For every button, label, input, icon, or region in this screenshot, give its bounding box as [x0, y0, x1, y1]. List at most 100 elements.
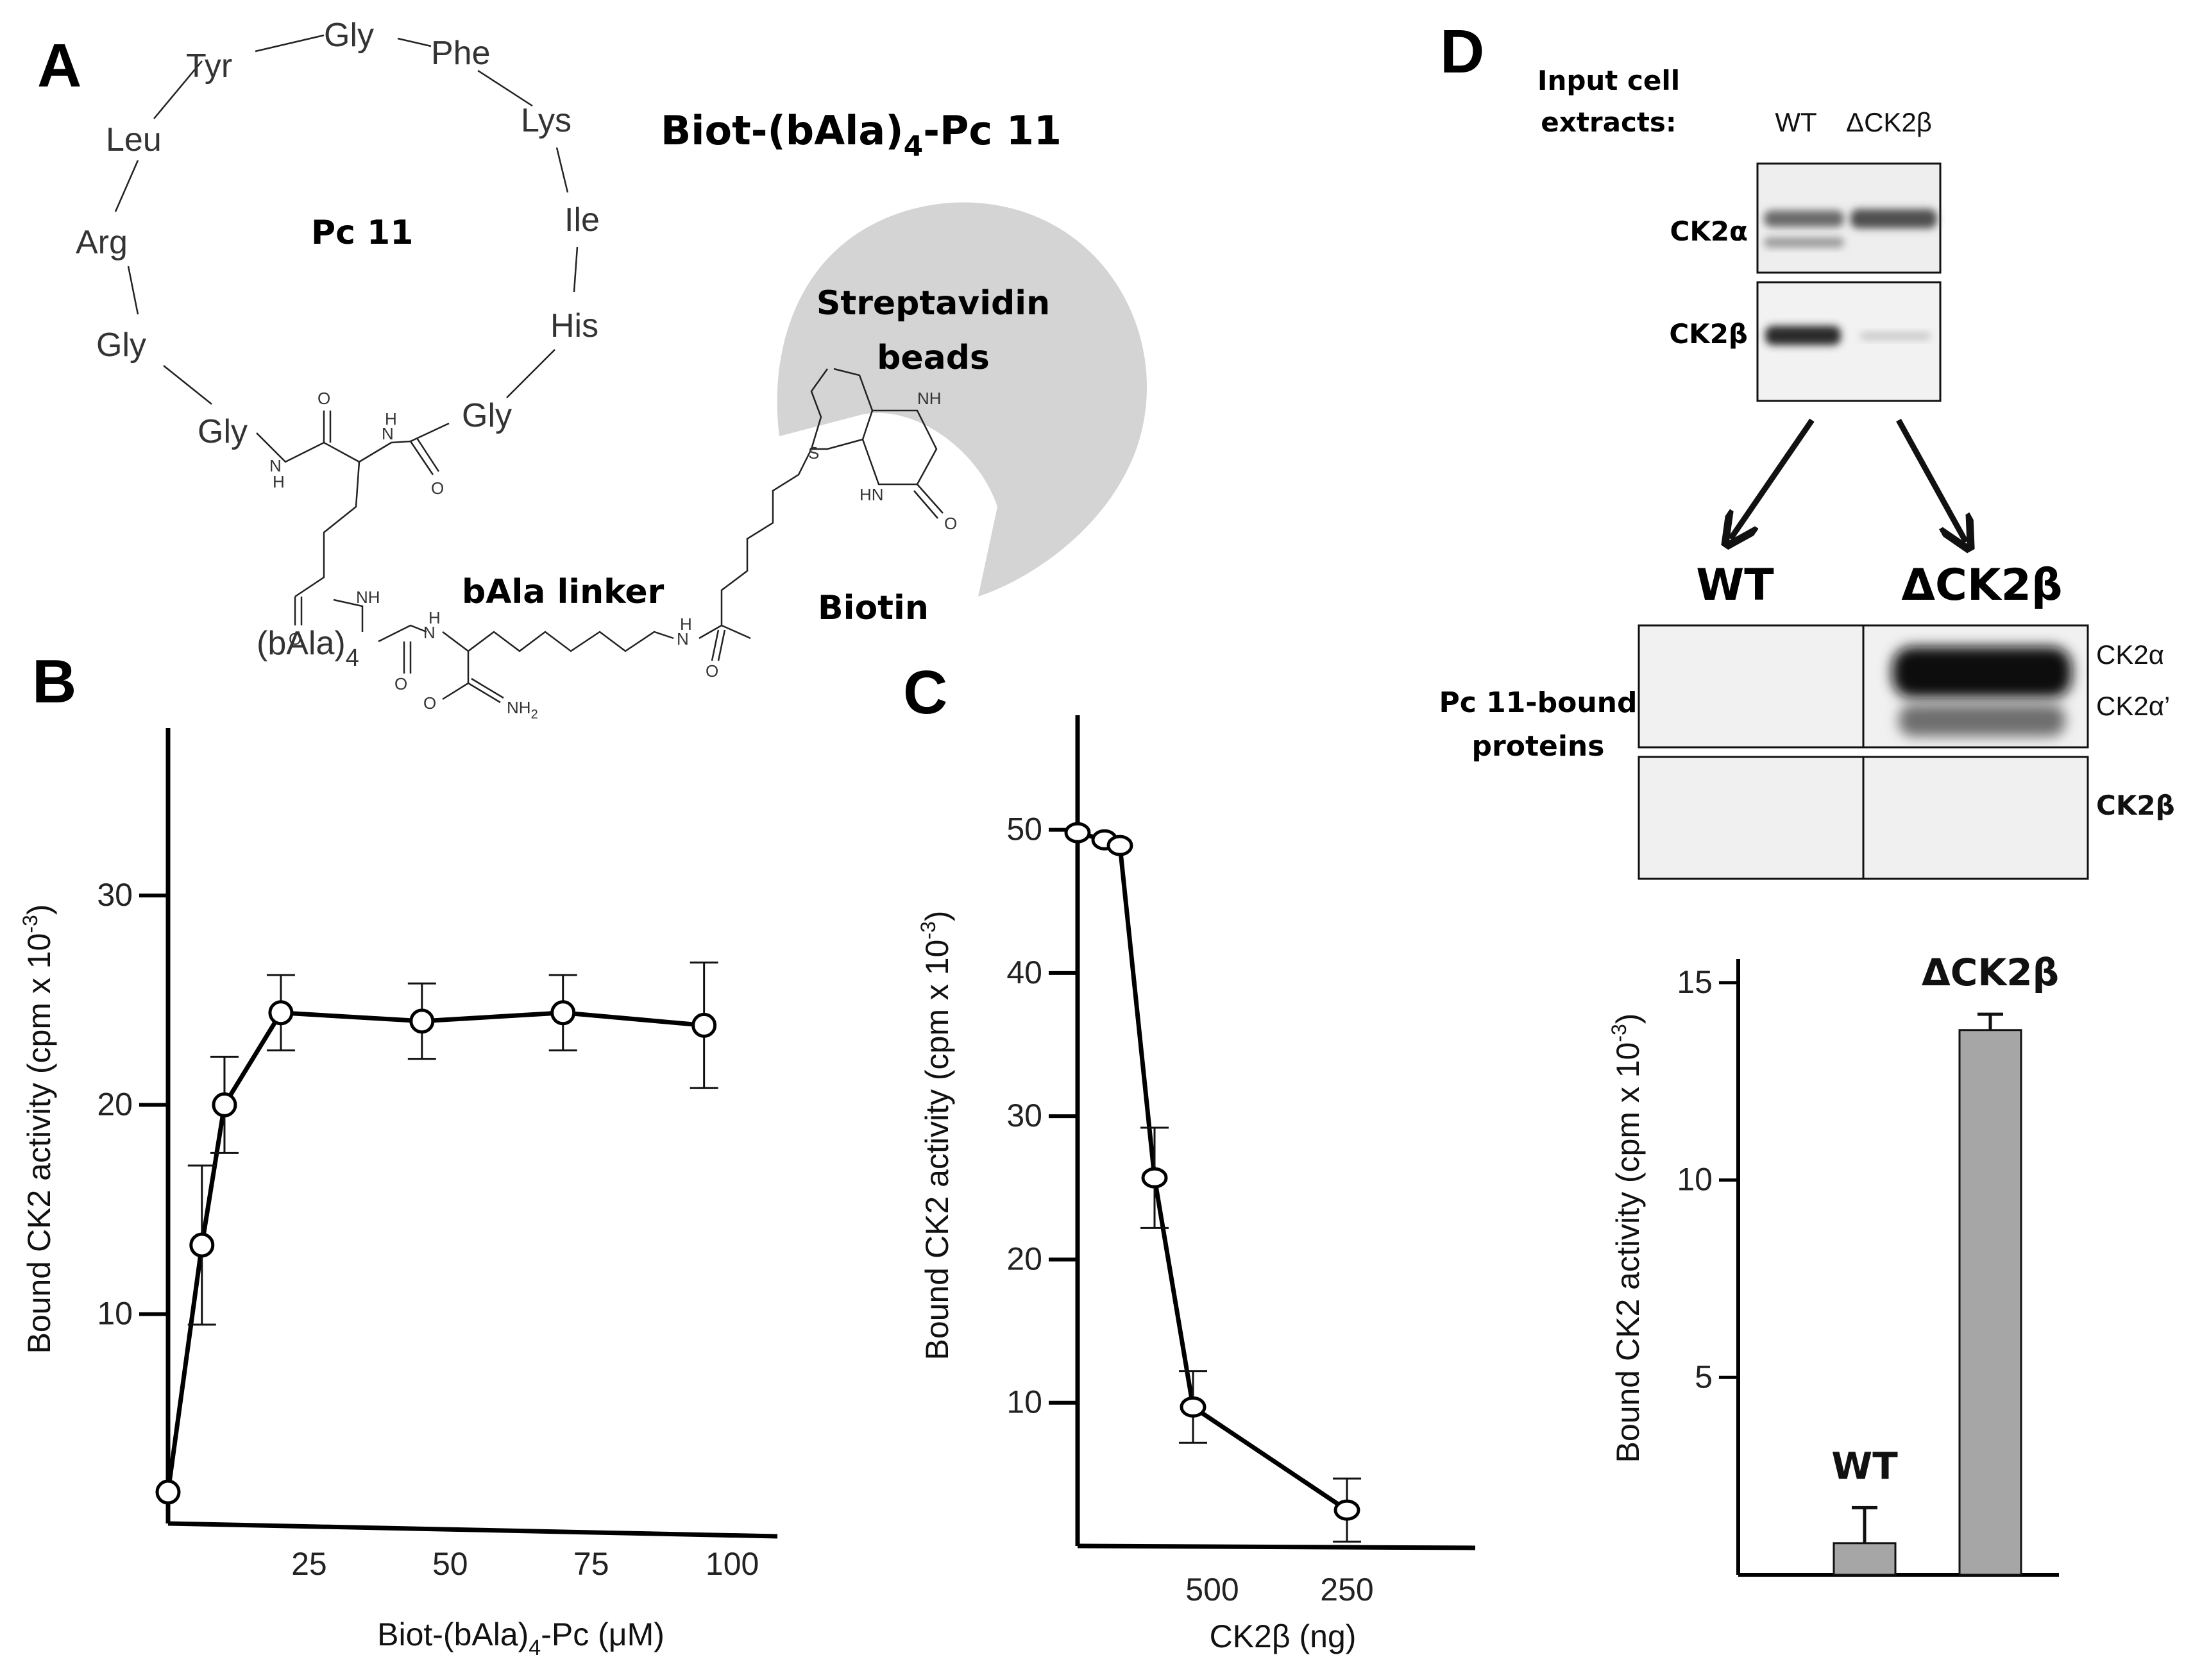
chart-b-point-0 — [155, 1479, 181, 1505]
chart-c-xtick-label-0: 500 — [1185, 1572, 1239, 1608]
pulldown-label-alpha-prime: CK2α’ — [2096, 691, 2170, 721]
atom-h-left: H — [273, 472, 285, 491]
band-input-beta-ko — [1860, 332, 1931, 340]
input-label-alpha: CK2α — [1670, 216, 1748, 247]
band-input-alpha-ko — [1850, 209, 1937, 228]
input-label-beta: CK2β — [1669, 318, 1748, 350]
chart-d-bar-1 — [1958, 1029, 2022, 1576]
chart-c-point-3 — [1141, 1167, 1168, 1189]
bound-proteins-line1: Pc 11-bound — [1439, 686, 1637, 719]
chart-d-bar-0 — [1833, 1542, 1897, 1576]
bala-unit-label: (bAla)4 — [257, 625, 359, 672]
chart-c-ytick-label-1: 20 — [1006, 1241, 1042, 1277]
atom-o-side: O — [289, 629, 301, 649]
chart-b-ytick-label-2: 30 — [97, 877, 133, 913]
input-label-line1: Input cell — [1537, 65, 1680, 96]
atom-h-right: H — [385, 409, 397, 428]
chart-c-point-5 — [1334, 1499, 1360, 1521]
residue-gly-top: Gly — [324, 17, 374, 54]
linker-label: bAla linker — [462, 573, 665, 611]
chart-d-bar-label-0: WT — [1831, 1444, 1898, 1488]
biotin-label: Biotin — [818, 589, 929, 627]
residue-gly-left: Gly — [96, 327, 146, 364]
atom-s: S — [808, 443, 819, 462]
chart-c-xlabel: CK2β (ng) — [1210, 1618, 1357, 1654]
chart-c-point-2 — [1106, 835, 1133, 856]
band-input-alpha-wt — [1764, 210, 1844, 227]
arrow-to-wt — [1731, 418, 1815, 539]
chart-d-ytick-label-1: 10 — [1677, 1162, 1713, 1198]
chart-c-ytick-label-4: 50 — [1006, 811, 1042, 847]
chart-d-ytick-label-0: 5 — [1695, 1359, 1713, 1395]
chart-c-xtick-label-1: 250 — [1320, 1572, 1373, 1608]
chart-d-bar-label-1: ΔCK2β — [1922, 951, 2059, 994]
lane-label-ko: ΔCK2β — [1846, 107, 1932, 137]
chart-d-errorbar-0 — [1852, 1506, 1877, 1543]
chart-c-ytick-label-0: 10 — [1006, 1384, 1042, 1420]
chart-b-xtick-label-1: 50 — [432, 1546, 468, 1582]
residue-his: His — [550, 307, 598, 344]
atom-nh-biotin: NH — [917, 389, 942, 408]
residue-gly-right: Gly — [462, 397, 512, 434]
chart-c-ytick-label-3: 40 — [1006, 955, 1042, 990]
band-pulldown-alpha-prime — [1899, 704, 2065, 736]
chart-b-xtick-label-3: 100 — [706, 1546, 759, 1582]
atom-h-linker: H — [428, 608, 441, 627]
pulldown-label-ko: ΔCK2β — [1901, 560, 2062, 611]
chart-b-ytick-label-1: 20 — [97, 1086, 133, 1122]
lane-label-wt: WT — [1775, 107, 1816, 137]
residue-tyr: Tyr — [186, 47, 232, 85]
atom-n-left: N — [269, 456, 282, 475]
atom-o-biotin: O — [944, 514, 957, 533]
chart-c-ytick-label-2: 30 — [1006, 1098, 1042, 1133]
chart-b-xtick-label-2: 75 — [573, 1546, 609, 1582]
panel-letter-b: B — [32, 647, 76, 716]
bead-label-line1: Streptavidin — [817, 284, 1050, 323]
construct-title: Biot-(bAla)4-Pc 11 — [661, 107, 1062, 163]
chart-c-point-4 — [1180, 1396, 1207, 1418]
atom-o-lys: O — [706, 661, 718, 681]
chart-b-point-1 — [189, 1232, 215, 1258]
chart-b-point-6 — [691, 1012, 717, 1038]
atom-nh-side: NH — [356, 588, 380, 607]
residue-gly-bottom: Gly — [198, 413, 248, 450]
atom-o-linker: O — [394, 674, 407, 693]
chart-b-point-2 — [212, 1092, 237, 1117]
pulldown-label-beta: CK2β — [2096, 790, 2175, 821]
band-input-beta-wt — [1765, 326, 1841, 345]
band-pulldown-alpha — [1892, 647, 2072, 698]
chart-b-point-4 — [409, 1008, 435, 1034]
residue-leu: Leu — [106, 121, 162, 158]
panel-letter-d: D — [1440, 17, 1484, 86]
arrow-to-ko — [1896, 418, 1966, 542]
bead-label-line2: beads — [877, 339, 990, 377]
chart-d-ylabel: Bound CK2 activity (cpm x 10-3) — [1607, 1014, 1646, 1463]
panel-letter-c: C — [903, 658, 947, 727]
chart-b: 10 20 30 25 50 75 100 Bound CK2 activity (cpm … — [19, 728, 778, 1660]
chart-b-xlabel: Biot-(bAla)4-Pc (μM) — [377, 1616, 665, 1660]
bound-proteins-line2: proteins — [1472, 730, 1605, 763]
residue-phe: Phe — [431, 35, 491, 72]
ring-label: Pc 11 — [311, 214, 413, 252]
atom-o-top-left: O — [318, 389, 330, 408]
streptavidin-bead — [777, 202, 1147, 597]
band-input-alpha-wt-lower — [1764, 237, 1844, 248]
input-label-line2: extracts: — [1541, 106, 1676, 138]
residue-lys: Lys — [521, 102, 572, 139]
atom-o-right: O — [431, 479, 444, 498]
chart-b-xtick-label-0: 25 — [291, 1546, 327, 1582]
chart-b-ytick-label-0: 10 — [97, 1296, 133, 1332]
atom-n-lys: N — [677, 629, 689, 649]
residue-ile: Ile — [564, 201, 600, 239]
chart-b-point-3 — [268, 1000, 294, 1026]
panel-letter-a: A — [37, 31, 81, 100]
chart-b-ylabel: Bound CK2 activity (cpm x 10-3) — [19, 904, 57, 1354]
pulldown-label-wt: WT — [1696, 560, 1774, 611]
chart-d-errorbar-1 — [1977, 1012, 2003, 1030]
atom-hn-biotin: HN — [859, 485, 884, 504]
peptide-ring-bonds — [114, 34, 579, 632]
atom-n-linker: N — [423, 623, 436, 642]
